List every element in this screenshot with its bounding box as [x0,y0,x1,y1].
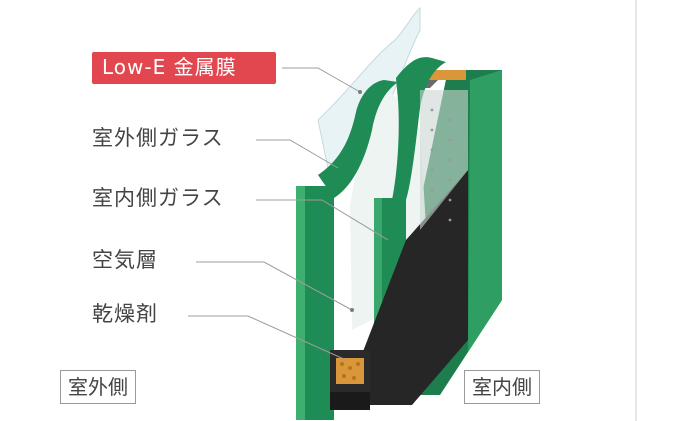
desiccant-top [428,70,466,80]
indoor-side-label: 室内側 [464,370,540,404]
indoor-glass-edge-highlight [374,198,382,398]
indoor-glass-label: 室内側ガラス [92,186,224,210]
leader-line-outdoor-glass [256,139,339,169]
lowe-film-label-text: Low-E 金属膜 [102,55,237,79]
glass-reflection [420,90,468,230]
outdoor-side-label: 室外側 [60,370,136,404]
desiccant-granules [336,358,364,384]
desiccant-label: 乾燥剤 [92,302,158,326]
outdoor-glass-label: 室外側ガラス [92,126,224,150]
leader-dot-lowe [358,90,362,94]
leader-line-lowe [282,67,361,93]
outdoor-glass-edge-highlight [296,186,305,420]
outdoor-glass-pane-top [318,80,398,198]
desiccant-texture [340,362,360,380]
leader-dot-air-layer [350,308,354,312]
unit-side-highlight [468,70,502,352]
spacer-frame [352,170,468,405]
leader-line-air-layer [196,261,353,311]
leader-line-indoor-glass [256,199,389,241]
spacer-vent-dots [430,108,452,222]
leader-line-desiccant [188,315,347,361]
air-layer-label: 空気層 [92,248,158,272]
sealant [330,392,370,410]
lowe-film-label: Low-E 金属膜 [92,52,276,84]
indoor-glass-pane-top [392,57,446,200]
outdoor-glass-pane [296,186,334,420]
